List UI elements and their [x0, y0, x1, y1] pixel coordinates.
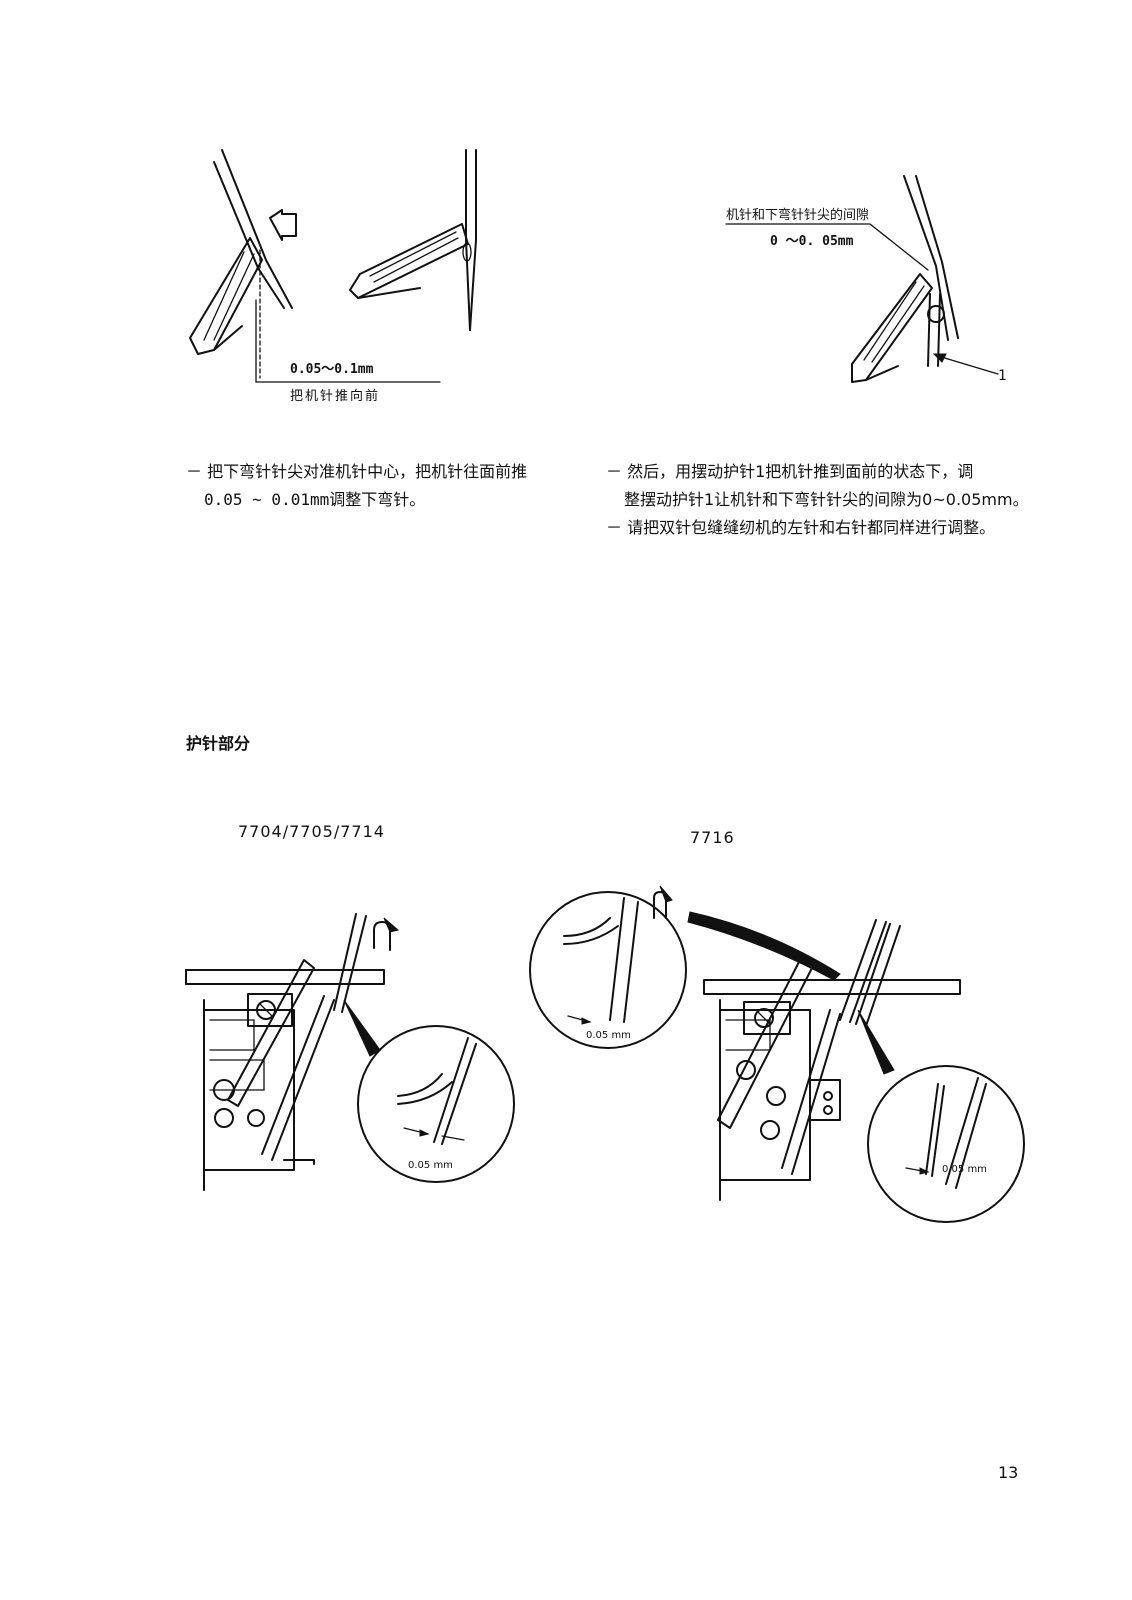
section-title: 护针部分: [186, 734, 251, 753]
looper-needle-diagram-right: [725, 175, 999, 383]
model-label-right: 7716: [690, 828, 735, 847]
gap-label-right: 机针和下弯针针尖的间隙: [726, 208, 870, 223]
instruction-right-line-1: － 然后，用摆动护针1把机针推到面前的状态下，调: [606, 462, 974, 481]
zoom-circle-right: [867, 1065, 1025, 1223]
needle-guard-diagram-left: [185, 913, 400, 1191]
push-needle-label: 把机针推向前: [290, 389, 381, 404]
instruction-left-line-2: 0.05 ~ 0.01mm调整下弯针。: [204, 490, 426, 509]
instructions-left: － 把下弯针针尖对准机针中心，把机针往面前推 0.05 ~ 0.01mm调整下弯…: [186, 458, 586, 514]
zoom-label-right: 0.05 mm: [942, 1164, 987, 1175]
instruction-left-line-1: － 把下弯针针尖对准机针中心，把机针往面前推: [186, 462, 528, 481]
gap-value-right: 0 ～0. 05mm: [770, 234, 854, 249]
page-number: 13: [998, 1463, 1019, 1482]
zoom-circle-left: [357, 1025, 515, 1183]
instruction-right-line-3: － 请把双针包缝缝纫机的左针和右针都同样进行调整。: [606, 518, 996, 537]
model-label-left: 7704/7705/7714: [238, 822, 385, 841]
looper-needle-diagram-left: [189, 149, 477, 383]
instructions-right: － 然后，用摆动护针1把机针推到面前的状态下，调 整摆动护针1让机针和下弯针针尖…: [606, 458, 1046, 542]
part-number-1: 1: [998, 368, 1007, 384]
gap-value-left: 0.05～0.1mm: [290, 362, 374, 377]
instruction-right-line-2: 整摆动护针1让机针和下弯针针尖的间隙为0~0.05mm。: [624, 490, 1029, 509]
zoom-circle-right-top: [529, 885, 687, 1049]
zoom-label-right-top: 0.05 mm: [586, 1030, 631, 1041]
needle-guard-diagram-right: [687, 911, 961, 1201]
zoom-label-left: 0.05 mm: [408, 1160, 453, 1171]
